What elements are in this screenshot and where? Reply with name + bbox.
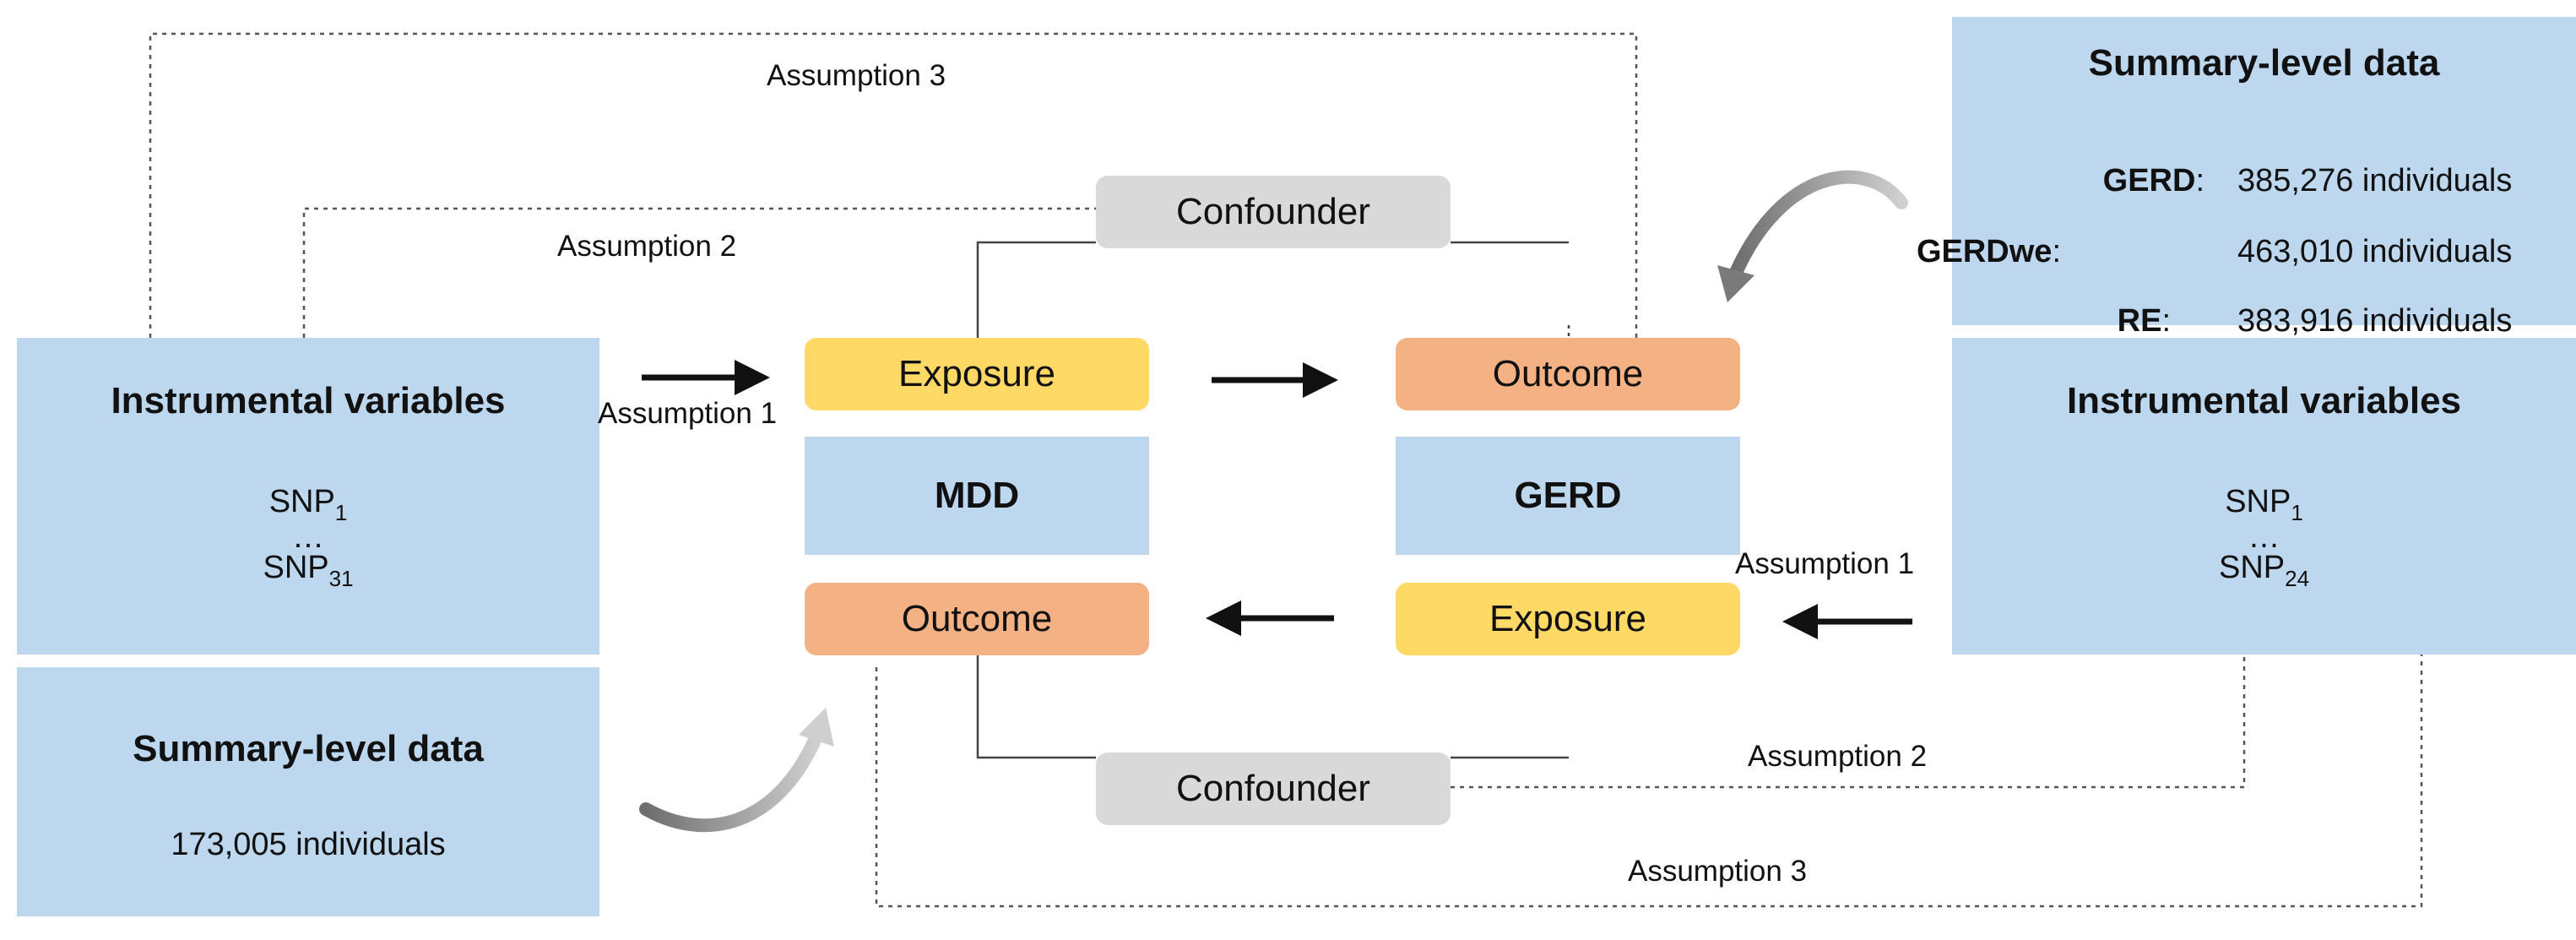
- assumption-1-right-label: Assumption 1: [1735, 547, 1915, 580]
- assumption-2-top-label: Assumption 2: [557, 230, 737, 263]
- confounder-bottom-box: Confounder: [1096, 753, 1451, 825]
- right-instrumental-variables-panel: Instrumental variables SNP1 … SNP24: [1952, 338, 2576, 655]
- confounder-top-left-line: [976, 241, 1096, 338]
- exposure-gerd-box: Exposure: [1396, 583, 1740, 655]
- assumption-3-top-label: Assumption 3: [767, 59, 946, 92]
- outcome-mdd-box: Outcome: [805, 583, 1149, 655]
- curved-arrow-top-right-head: [1717, 265, 1754, 302]
- assumption-1-left-label: Assumption 1: [598, 397, 778, 430]
- assumption-3-bottom-label: Assumption 3: [1628, 855, 1808, 888]
- gerd-label-box: GERD: [1396, 437, 1740, 555]
- confounder-bottom-left-line: [976, 655, 1096, 759]
- left-summary-count: 173,005 individuals: [171, 827, 446, 862]
- curved-arrow-bottom-left-head: [799, 708, 834, 747]
- outcome-gerd-box: Outcome: [1396, 338, 1740, 410]
- left-iv-title: Instrumental variables: [111, 380, 506, 421]
- right-iv-title: Instrumental variables: [2066, 380, 2462, 421]
- curved-arrow-bottom-left: [639, 724, 826, 833]
- right-snp-ellipsis: …: [2248, 519, 2280, 555]
- curved-arrow-top-right: [1728, 170, 1908, 281]
- right-snp-first: SNP1: [2225, 484, 2303, 525]
- right-summary-title: Summary-level data: [2088, 42, 2440, 84]
- assumption-2-top-line: [302, 207, 1096, 338]
- left-summary-data-panel: Summary-level data 173,005 individuals: [17, 667, 599, 916]
- assumption-2-bottom-label: Assumption 2: [1748, 740, 1928, 773]
- mdd-label-box: MDD: [805, 437, 1149, 555]
- left-snp-ellipsis: …: [292, 519, 324, 555]
- right-summary-data-panel: Summary-level data GERD: 385,276 individ…: [1917, 17, 2576, 339]
- confounder-top-box: Confounder: [1096, 176, 1451, 248]
- left-summary-title: Summary-level data: [133, 728, 484, 769]
- left-snp-last: SNP31: [263, 550, 354, 591]
- right-snp-last: SNP24: [2218, 550, 2310, 591]
- exposure-mdd-box: Exposure: [805, 338, 1149, 410]
- left-instrumental-variables-panel: Instrumental variables SNP1 … SNP31: [17, 338, 599, 655]
- left-snp-first: SNP1: [268, 484, 348, 525]
